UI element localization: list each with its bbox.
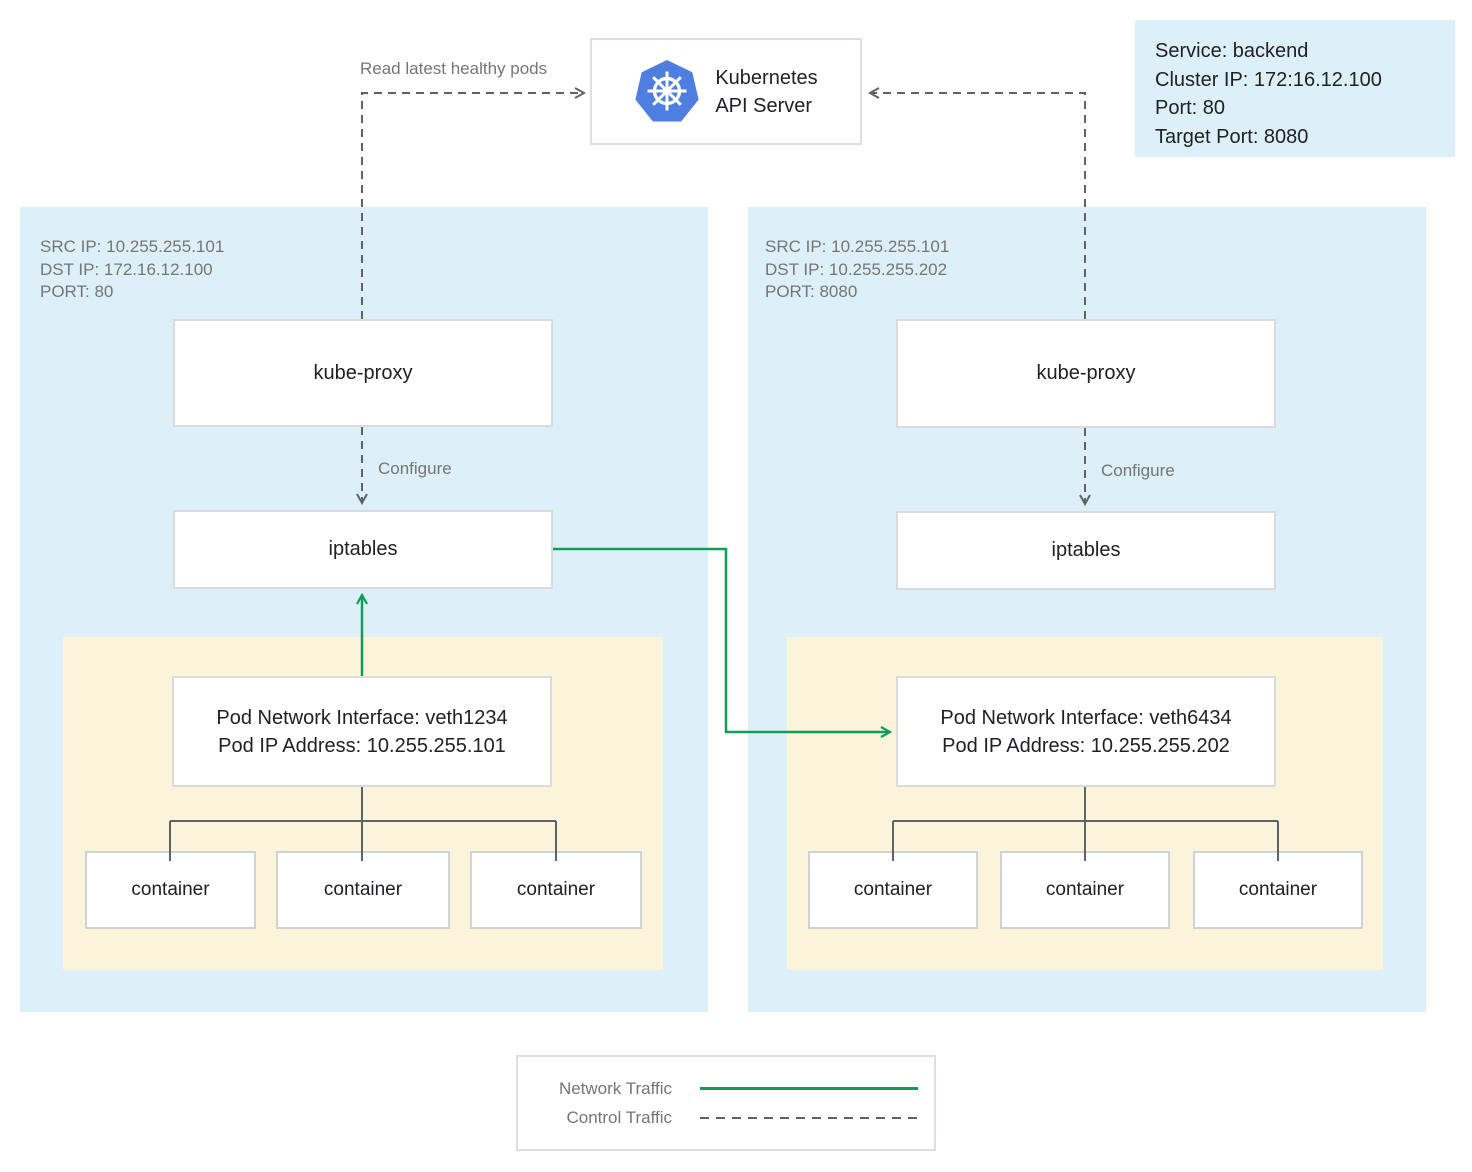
service-info-box: Service: backend Cluster IP: 172:16.12.1… xyxy=(1135,20,1455,157)
node-left-dst-ip: DST IP: 172.16.12.100 xyxy=(40,259,213,279)
service-port: Port: 80 xyxy=(1155,97,1226,119)
container-label: container xyxy=(853,879,933,900)
control-traffic-label: Control Traffic xyxy=(566,1107,672,1127)
legend-box: Network Traffic Control Traffic xyxy=(516,1055,936,1151)
node-left-src-ip: SRC IP: 10.255.255.101 xyxy=(40,237,225,256)
iptables-box-left: iptables xyxy=(173,510,553,589)
container-box: container xyxy=(1193,851,1363,929)
node-left-port: PORT: 80 xyxy=(40,282,114,301)
api-server-title-line1: Kubernetes xyxy=(715,66,818,89)
pod-ip-right: Pod IP Address: 10.255.255.202 xyxy=(942,734,1230,757)
kubernetes-logo-icon xyxy=(634,59,700,125)
api-server-box: Kubernetes API Server xyxy=(590,38,862,145)
container-box: container xyxy=(276,851,450,929)
iptables-box-right: iptables xyxy=(896,511,1276,590)
api-server-title: Kubernetes API Server xyxy=(715,64,817,120)
iptables-label-left: iptables xyxy=(328,538,398,560)
container-label: container xyxy=(516,879,596,900)
pod-interface-left: Pod Network Interface: veth1234 xyxy=(216,706,508,729)
network-traffic-line-sample xyxy=(700,1087,918,1090)
node-right-port: PORT: 8080 xyxy=(765,282,858,301)
legend-network-traffic-row: Network Traffic xyxy=(518,1079,934,1099)
container-label: container xyxy=(1045,879,1125,900)
service-target-port: Target Port: 8080 xyxy=(1155,125,1309,148)
node-right-src-ip: SRC IP: 10.255.255.101 xyxy=(765,237,950,256)
iptables-label-right: iptables xyxy=(1051,539,1121,561)
kube-proxy-box-right: kube-proxy xyxy=(896,319,1276,428)
kube-proxy-label-right: kube-proxy xyxy=(1036,362,1136,384)
network-traffic-label: Network Traffic xyxy=(558,1078,672,1098)
container-label: container xyxy=(131,879,210,900)
container-box: container xyxy=(808,851,978,929)
control-traffic-line-sample xyxy=(700,1116,918,1119)
node-right-dst-ip: DST IP: 10.255.255.202 xyxy=(765,259,948,279)
container-box: container xyxy=(470,851,642,929)
node-left-packet-info: SRC IP: 10.255.255.101 DST IP: 172.16.12… xyxy=(40,236,224,304)
container-label: container xyxy=(1238,879,1318,900)
pod-interface-right: Pod Network Interface: veth6434 xyxy=(940,706,1232,729)
pod-ip-left: Pod IP Address: 10.255.255.101 xyxy=(218,734,506,757)
container-box: container xyxy=(1000,851,1170,929)
node-right-packet-info: SRC IP: 10.255.255.101 DST IP: 10.255.25… xyxy=(765,236,949,304)
container-label: container xyxy=(323,879,403,900)
pod-network-interface-box-right: Pod Network Interface: veth6434 Pod IP A… xyxy=(896,676,1276,787)
configure-label-right: Configure xyxy=(1101,461,1175,480)
kube-proxy-box-left: kube-proxy xyxy=(173,319,553,427)
container-box: container xyxy=(85,851,256,929)
legend-control-traffic-row: Control Traffic xyxy=(518,1108,934,1128)
configure-label-left: Configure xyxy=(378,459,452,478)
read-latest-healthy-pods-label: Read latest healthy pods xyxy=(360,59,548,78)
service-name: Service: backend xyxy=(1155,40,1309,62)
kube-proxy-label-left: kube-proxy xyxy=(313,361,413,384)
pod-network-interface-box-left: Pod Network Interface: veth1234 Pod IP A… xyxy=(172,676,552,787)
api-server-title-line2: API Server xyxy=(715,94,813,117)
service-cluster-ip: Cluster IP: 172:16.12.100 xyxy=(1155,68,1382,91)
